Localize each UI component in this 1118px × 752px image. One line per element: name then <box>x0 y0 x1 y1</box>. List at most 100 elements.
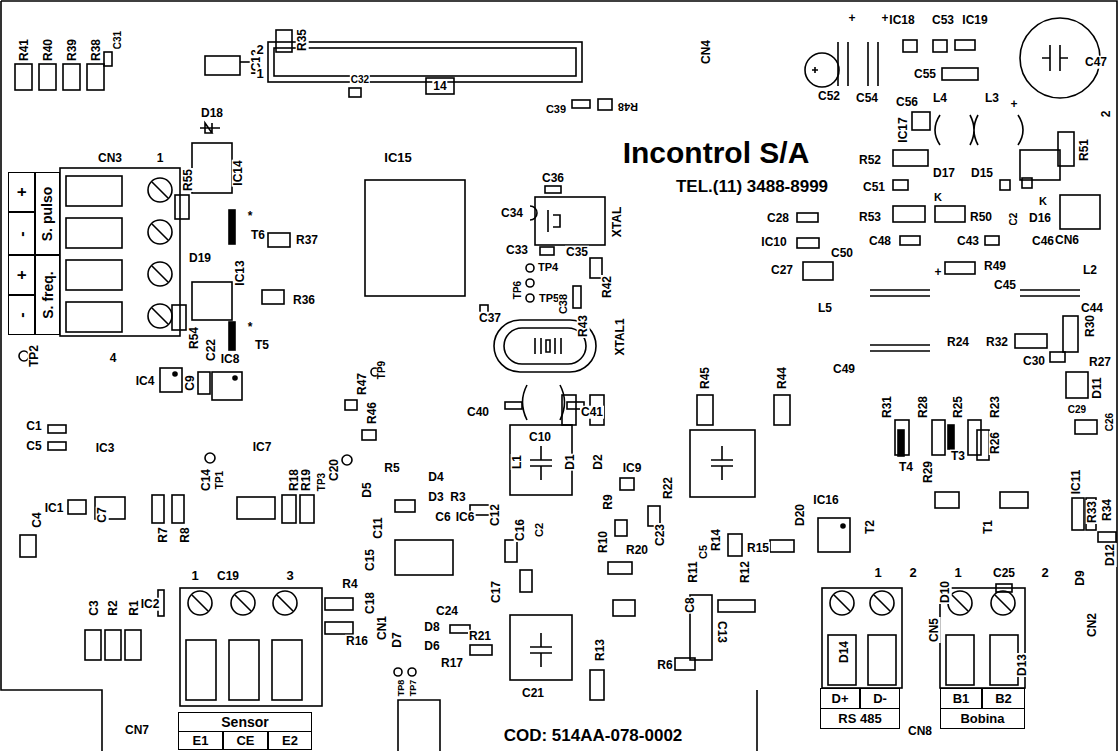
silkscreen-label: CN4 <box>700 39 713 65</box>
silkscreen-label: R49 <box>983 260 1007 273</box>
silkscreen-label: IC3 <box>95 442 116 455</box>
silkscreen-label: R7 <box>157 526 170 543</box>
silkscreen-label: 1 <box>255 67 264 81</box>
silkscreen-label: D15 <box>970 167 994 180</box>
silkscreen-label: TP5 <box>538 293 560 305</box>
silkscreen-label: T2 <box>864 519 877 535</box>
silkscreen-label: K <box>1038 196 1048 208</box>
label-box: + <box>8 255 35 295</box>
silkscreen-label: D5 <box>361 481 374 498</box>
silkscreen-label: R14 <box>710 528 723 552</box>
silkscreen-label: R5 <box>383 462 400 475</box>
silkscreen-label: R28 <box>917 395 930 419</box>
silkscreen-label: R40 <box>42 38 55 62</box>
silkscreen-label: R16 <box>345 635 369 648</box>
silkscreen-label: + <box>1009 98 1018 111</box>
silkscreen-label: C56 <box>895 96 919 109</box>
silkscreen-label: TEL.(11) 3488-8999 <box>675 178 829 196</box>
silkscreen-label: C10 <box>528 431 552 444</box>
silkscreen-label: 2 <box>255 43 264 57</box>
silkscreen-label: TP3 <box>317 472 328 492</box>
silkscreen-label: C37 <box>478 312 502 325</box>
silkscreen-label: R18 <box>288 468 301 492</box>
silkscreen-label: IC18 <box>888 14 915 27</box>
silkscreen-label: R39 <box>66 38 79 62</box>
silkscreen-label: C36 <box>541 172 565 185</box>
silkscreen-label: D20 <box>794 503 807 527</box>
silkscreen-label: 14 <box>432 80 447 93</box>
silkscreen-label: IC7 <box>252 441 273 454</box>
silkscreen-label: C1 <box>25 420 42 433</box>
silkscreen-label: TP7 <box>409 679 418 698</box>
silkscreen-label: C40 <box>466 406 490 419</box>
silkscreen-label: TP8 <box>397 679 406 698</box>
silkscreen-label: D7 <box>391 631 404 648</box>
silkscreen-label: T6 <box>250 229 266 242</box>
silkscreen-label: C27 <box>770 264 794 277</box>
silkscreen-label: C53 <box>931 14 955 27</box>
silkscreen-label: C33 <box>505 244 529 257</box>
silkscreen-label: TP4 <box>537 262 559 274</box>
silkscreen-label: R15 <box>746 542 770 555</box>
silkscreen-label: R37 <box>295 234 319 247</box>
silkscreen-label: C23 <box>654 523 667 547</box>
silkscreen-label: R50 <box>969 211 993 224</box>
silkscreen-label: R23 <box>989 395 1002 419</box>
silkscreen-label: XTAL1 <box>614 317 627 356</box>
silkscreen-label: TP9 <box>377 360 388 380</box>
silkscreen-label: COD: 514AA-078-0002 <box>503 727 684 745</box>
silkscreen-label: C46 <box>1031 235 1055 248</box>
silkscreen-label: R43 <box>577 314 590 338</box>
silkscreen-label: D19 <box>188 252 212 265</box>
silkscreen-label: IC15 <box>383 151 412 165</box>
box-text: B1 <box>953 692 970 705</box>
silkscreen-label: D8 <box>423 621 440 634</box>
silkscreen-label: R52 <box>858 154 882 167</box>
silkscreen-label: C29 <box>1067 405 1087 416</box>
silkscreen-label: IC11 <box>1070 469 1083 496</box>
label-box: Bobina <box>940 708 1025 729</box>
label-box: D+ <box>820 688 860 709</box>
silkscreen-label: R30 <box>1084 314 1097 338</box>
silkscreen-label: * <box>247 210 254 223</box>
silkscreen-label: D18 <box>200 107 224 120</box>
silkscreen-label: L1 <box>511 454 524 470</box>
silkscreen-label: C30 <box>1022 355 1046 368</box>
silkscreen-label: C52 <box>817 90 841 103</box>
silkscreen-label: R46 <box>366 401 379 425</box>
silkscreen-label: C20 <box>328 458 341 482</box>
silkscreen-label: C25 <box>992 567 1016 580</box>
silkscreen-label: C4 <box>31 511 44 528</box>
silkscreen-label: C39 <box>545 104 567 116</box>
silkscreen-label: R27 <box>1088 356 1112 369</box>
silkscreen-label: C34 <box>500 207 524 220</box>
silkscreen-label: TP6 <box>513 280 524 300</box>
label-box: E2 <box>268 731 312 750</box>
silkscreen-label: D12 <box>1104 543 1117 567</box>
box-text: + <box>14 270 30 279</box>
silkscreen-label: D2 <box>592 453 605 470</box>
silkscreen-label: K <box>933 192 943 204</box>
silkscreen-label: C15 <box>364 548 377 572</box>
silkscreen-label: D1 <box>564 453 577 470</box>
box-text: Sensor <box>221 715 268 729</box>
silkscreen-label: IC4 <box>135 375 156 388</box>
silkscreen-label: C35 <box>565 246 589 259</box>
silkscreen-label: C44 <box>1080 302 1104 315</box>
silkscreen-label: CN7 <box>124 724 150 737</box>
silkscreen-label: 1 <box>156 152 165 165</box>
silkscreen-label: 2 <box>908 566 917 580</box>
silkscreen-label: IC1 <box>44 502 65 515</box>
silkscreen-label: D3 <box>427 491 444 504</box>
silkscreen-label: C24 <box>435 605 459 618</box>
silkscreen-label: * <box>247 321 254 334</box>
label-box: D- <box>860 688 900 709</box>
silkscreen-label: R10 <box>597 530 610 554</box>
silkscreen-label: C2 <box>534 522 546 538</box>
silkscreen-label: IC6 <box>455 511 476 524</box>
silkscreen-label: C2 <box>1009 212 1020 227</box>
silkscreen-label: R33 <box>1086 500 1099 524</box>
silkscreen-label: C32 <box>350 75 370 86</box>
silkscreen-label: TP2 <box>28 344 41 368</box>
